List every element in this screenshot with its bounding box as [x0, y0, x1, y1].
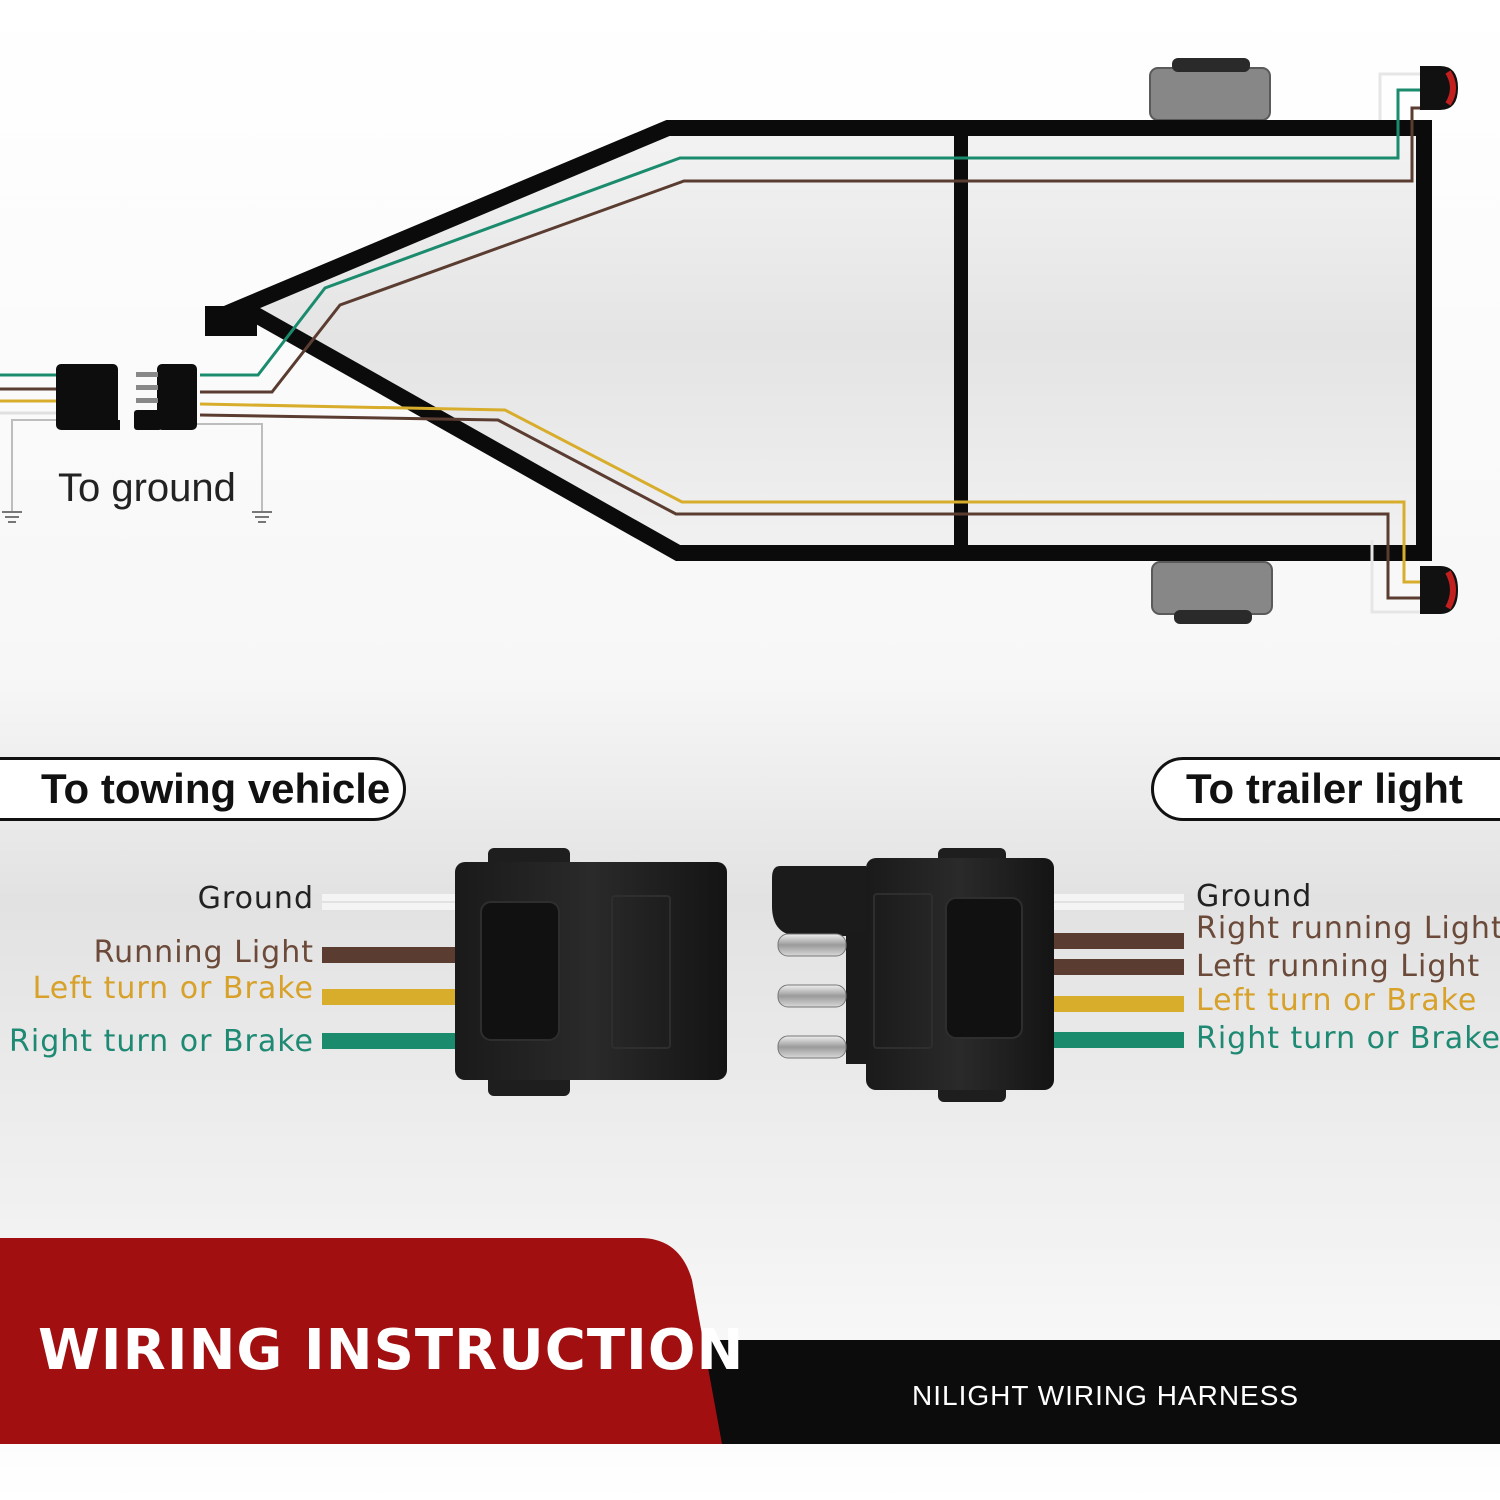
- tail-light-bottom: [1420, 566, 1458, 614]
- to-trailer-light-label: To trailer light: [1151, 757, 1500, 821]
- tail-light-top: [1420, 66, 1458, 110]
- left-label-ground: Ground: [197, 881, 314, 916]
- banner-subtitle: NILIGHT WIRING HARNESS: [912, 1380, 1300, 1411]
- banner-title: WIRING INSTRUCTION: [38, 1318, 745, 1383]
- wire-brown-trailer-2: [199, 413, 1420, 600]
- trailer-wheel-bottom: [1151, 561, 1273, 615]
- wire-white-trailer-bottom: [1370, 540, 1420, 614]
- left-label-left-turn: Left turn or Brake: [32, 971, 314, 1006]
- banner-sub-bg: [640, 1340, 1500, 1444]
- small-connector-male: [134, 364, 197, 430]
- male-plug: [772, 848, 1054, 1102]
- right-label-left-turn: Left turn or Brake: [1196, 983, 1478, 1018]
- ground-lead-left: [11, 419, 56, 512]
- connector-closeup: [322, 848, 1184, 1102]
- small-connector-female: [56, 364, 120, 430]
- left-label-running-light: Running Light: [93, 935, 314, 970]
- right-label-right-running: Right running Light: [1196, 911, 1500, 946]
- ground-lead-right: [197, 423, 263, 512]
- trailer-wheel-top: [1149, 67, 1271, 121]
- pin-1: [777, 933, 847, 957]
- right-label-right-turn: Right turn or Brake: [1196, 1021, 1500, 1056]
- right-label-ground: Ground: [1196, 879, 1313, 914]
- pin-3: [777, 1035, 847, 1059]
- banner-title-bg: [0, 1238, 722, 1444]
- wire-white-trailer-top: [1378, 72, 1420, 120]
- wire-green-trailer: [200, 88, 1420, 377]
- left-label-right-turn: Right turn or Brake: [9, 1024, 314, 1059]
- trailer-hitch: [205, 306, 257, 336]
- wire-brown-trailer: [200, 106, 1420, 394]
- bottom-banner: [0, 1238, 1500, 1444]
- pin-2: [777, 984, 847, 1008]
- to-towing-vehicle-label: To towing vehicle: [0, 757, 406, 821]
- right-label-left-running: Left running Light: [1196, 949, 1481, 984]
- to-ground-label: To ground: [58, 466, 236, 510]
- female-plug: [455, 848, 727, 1096]
- trailer: [0, 58, 1458, 624]
- wire-yellow-trailer: [199, 402, 1420, 584]
- ground-symbol-right-icon: [252, 511, 272, 523]
- ground-symbol-left-icon: [2, 511, 22, 523]
